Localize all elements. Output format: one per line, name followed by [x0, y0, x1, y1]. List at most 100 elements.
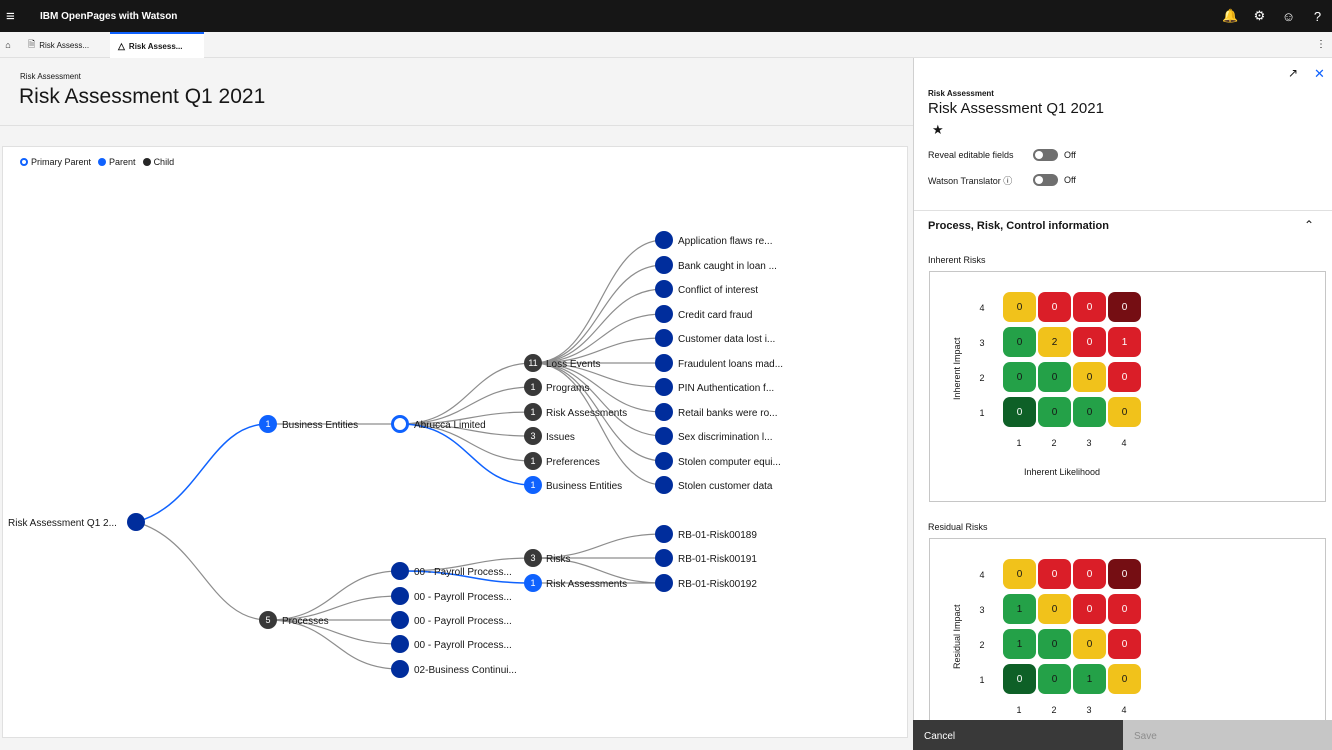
programs-node[interactable] — [524, 378, 542, 396]
heatmap-cell[interactable]: 1 — [1073, 664, 1106, 694]
process-label: 00 - Payroll Process... — [414, 616, 512, 627]
hierarchy-icon: △ — [118, 40, 125, 51]
heatmap-cell[interactable]: 0 — [1073, 292, 1106, 322]
process-label: 00 - Payroll Process... — [414, 567, 512, 578]
settings-icon[interactable]: ⚙ — [1253, 8, 1266, 23]
heatmap-cell[interactable]: 0 — [1108, 594, 1141, 624]
issues-node[interactable] — [524, 427, 542, 445]
heatmap-cell[interactable]: 0 — [1038, 397, 1071, 427]
page-title: Risk Assessment Q1 2021 — [19, 85, 266, 108]
risk-node[interactable] — [655, 525, 673, 543]
heatmap-cell[interactable]: 0 — [1038, 362, 1071, 392]
user-icon[interactable]: ☺ — [1281, 8, 1296, 24]
root-node[interactable] — [127, 513, 145, 531]
loss-event-node[interactable] — [655, 452, 673, 470]
heatmap-cell[interactable]: 0 — [1108, 397, 1141, 427]
loss-events-node[interactable] — [524, 354, 542, 372]
risk-assessments-node[interactable] — [524, 403, 542, 421]
page-header: Risk Assessment Risk Assessment Q1 2021 — [0, 58, 913, 126]
child-business-entities-node[interactable] — [524, 476, 542, 494]
loss-events-label: Loss Events — [546, 359, 600, 370]
heatmap-cell[interactable]: 0 — [1003, 362, 1036, 392]
heatmap-cell[interactable]: 0 — [1003, 327, 1036, 357]
heatmap-cell[interactable]: 0 — [1038, 629, 1071, 659]
business-entities-node[interactable] — [259, 415, 277, 433]
risk-node[interactable] — [655, 549, 673, 567]
heatmap-cell[interactable]: 0 — [1108, 292, 1141, 322]
col-label: 2 — [1051, 705, 1057, 715]
process-risk-assessments-node[interactable] — [524, 574, 542, 592]
loss-event-label: Stolen computer equi... — [678, 457, 781, 468]
open-in-new-icon[interactable]: ↗ — [1288, 66, 1299, 80]
heatmap-cell[interactable]: 1 — [1108, 327, 1141, 357]
heatmap-cell[interactable]: 0 — [1003, 292, 1036, 322]
loss-event-node[interactable] — [655, 329, 673, 347]
loss-event-node[interactable] — [655, 427, 673, 445]
heatmap-cell[interactable]: 0 — [1108, 362, 1141, 392]
heatmap-cell[interactable]: 0 — [1073, 397, 1106, 427]
heatmap-cell[interactable]: 0 — [1038, 292, 1071, 322]
loss-event-node[interactable] — [655, 476, 673, 494]
loss-event-node[interactable] — [655, 256, 673, 274]
process-node[interactable] — [391, 660, 409, 678]
process-node[interactable] — [391, 611, 409, 629]
preferences-label: Preferences — [546, 457, 600, 468]
help-icon[interactable]: ? — [1313, 8, 1322, 24]
reveal-editable-toggle[interactable] — [1033, 149, 1058, 161]
heatmap-cell[interactable]: 0 — [1073, 327, 1106, 357]
heatmap-cell[interactable]: 0 — [1073, 629, 1106, 659]
loss-event-node[interactable] — [655, 280, 673, 298]
loss-event-node[interactable] — [655, 354, 673, 372]
heatmap-cell[interactable]: 0 — [1108, 664, 1141, 694]
loss-event-node[interactable] — [655, 231, 673, 249]
heatmap-cell[interactable]: 0 — [1073, 559, 1106, 589]
processes-node[interactable] — [259, 611, 277, 629]
chevron-up-icon[interactable]: ⌃ — [1304, 218, 1315, 232]
loss-event-node[interactable] — [655, 403, 673, 421]
home-tab[interactable]: ⌂ — [0, 32, 20, 58]
close-icon[interactable]: ✕ — [1314, 66, 1325, 81]
heatmap-cell[interactable]: 0 — [1003, 664, 1036, 694]
residual-risks-label: Residual Risks — [928, 522, 988, 532]
tab-risk-assessment-1[interactable]: 🗎 Risk Assess... — [22, 32, 108, 58]
process-node[interactable] — [391, 635, 409, 653]
panel-title: Risk Assessment Q1 2021 — [928, 100, 1104, 117]
risk-items: RB-01-Risk00189 RB-01-Risk00191 RB-01-Ri… — [655, 525, 757, 592]
app-title: IBM OpenPages with Watson — [40, 10, 178, 22]
heatmap-cell[interactable]: 1 — [1003, 594, 1036, 624]
risks-node[interactable] — [524, 549, 542, 567]
info-icon[interactable]: ⓘ — [1003, 175, 1013, 186]
heatmap-cell[interactable]: 0 — [1038, 594, 1071, 624]
heatmap-cell[interactable]: 2 — [1038, 327, 1071, 357]
loss-event-label: PIN Authentication f... — [678, 383, 774, 394]
heatmap-cell[interactable]: 0 — [1073, 594, 1106, 624]
process-label: 00 - Payroll Process... — [414, 592, 512, 603]
loss-event-node[interactable] — [655, 378, 673, 396]
overflow-menu-icon[interactable]: ⋮ — [1316, 39, 1326, 50]
heatmap-cell[interactable]: 0 — [1038, 664, 1071, 694]
loss-event-node[interactable] — [655, 305, 673, 323]
process-node[interactable] — [391, 587, 409, 605]
top-nav-bar: ≡ IBM OpenPages with Watson 🔔 ⚙ ☺ ? — [0, 0, 1332, 32]
process-node[interactable] — [391, 562, 409, 580]
save-button[interactable]: Save — [1123, 720, 1332, 750]
cancel-button[interactable]: Cancel — [913, 720, 1123, 750]
heatmap-cell[interactable]: 0 — [1003, 397, 1036, 427]
heatmap-cell[interactable]: 0 — [1003, 559, 1036, 589]
heatmap-cell[interactable]: 1 — [1003, 629, 1036, 659]
heatmap-cell[interactable]: 0 — [1108, 629, 1141, 659]
notification-icon[interactable]: 🔔 — [1222, 8, 1239, 23]
favorite-star-icon[interactable]: ★ — [932, 122, 944, 137]
heatmap-cell[interactable]: 0 — [1038, 559, 1071, 589]
row-label: 2 — [979, 640, 985, 650]
hamburger-menu-icon[interactable]: ≡ — [6, 7, 15, 25]
abrucca-limited-node[interactable] — [391, 415, 409, 433]
tab-risk-assessment-2[interactable]: △ Risk Assess... — [110, 32, 204, 58]
row-label: 2 — [979, 373, 985, 383]
heatmap-cell[interactable]: 0 — [1108, 559, 1141, 589]
preferences-node[interactable] — [524, 452, 542, 470]
watson-translator-toggle[interactable] — [1033, 174, 1058, 186]
tab-label: Risk Assess... — [128, 41, 183, 51]
heatmap-cell[interactable]: 0 — [1073, 362, 1106, 392]
risk-node[interactable] — [655, 574, 673, 592]
